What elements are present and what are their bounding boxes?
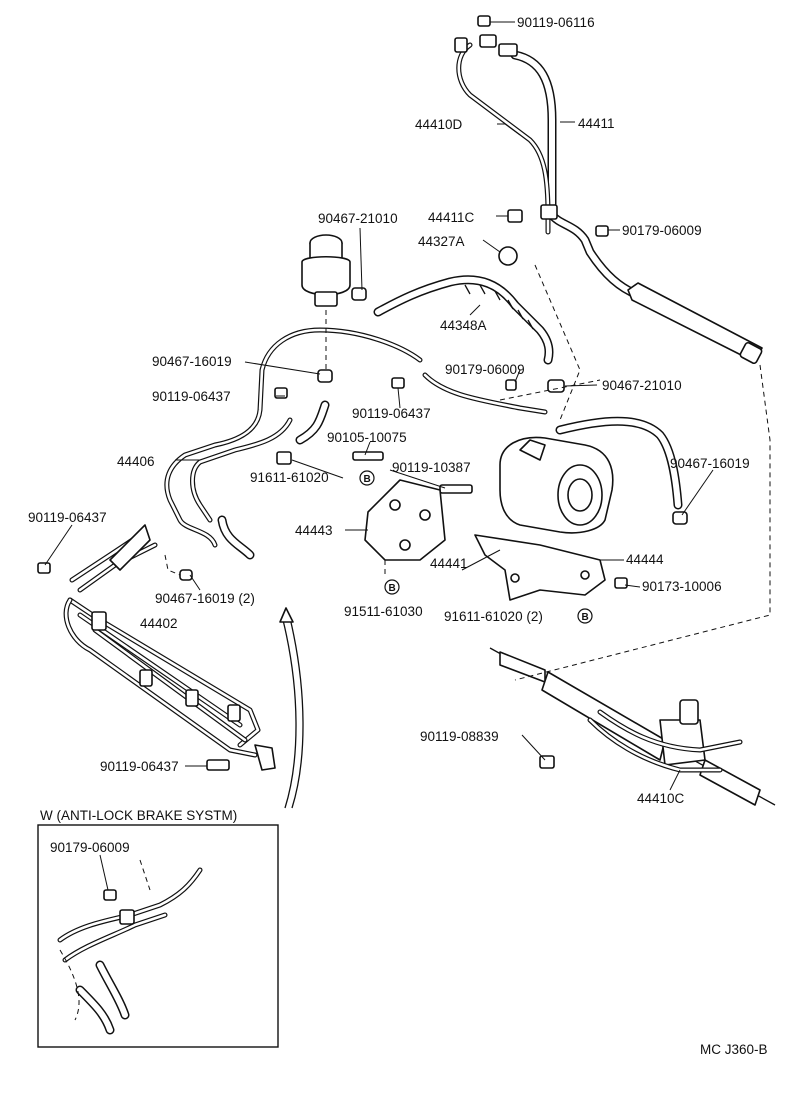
label-44410d: 44410D bbox=[415, 117, 463, 132]
connection-lines bbox=[164, 264, 771, 681]
label-90467-16019: 90467-16019 bbox=[152, 354, 232, 369]
clip-90179-06009b bbox=[505, 379, 517, 391]
marker-b-2 bbox=[384, 579, 400, 595]
clamp-90467-21010 bbox=[351, 287, 367, 301]
label-90179-06009: 90179-06009 bbox=[622, 223, 702, 238]
label-44327a: 44327A bbox=[418, 234, 465, 249]
label-44443: 44443 bbox=[295, 523, 333, 538]
marker-b-3-text: B bbox=[582, 612, 589, 623]
clamp-90467-21010b bbox=[547, 379, 565, 393]
label-90119-06437c: 90119-06437 bbox=[28, 510, 107, 525]
clamp-90467-16019 bbox=[317, 369, 333, 383]
bolt-90119-08839 bbox=[539, 755, 555, 769]
bolt-90119-06437c bbox=[37, 562, 51, 574]
bracket-91611 bbox=[276, 451, 292, 465]
label-91611-61020-2: 91611-61020 (2) bbox=[444, 609, 543, 624]
label-91511-61030: 91511-61030 bbox=[344, 604, 423, 619]
leader-lines bbox=[44, 21, 714, 891]
marker-b-1 bbox=[359, 470, 375, 486]
bracket-44444 bbox=[474, 534, 606, 601]
label-90119-08839: 90119-08839 bbox=[420, 729, 499, 744]
label-90119-06437a: 90119-06437 bbox=[152, 389, 231, 404]
union-44411c bbox=[507, 209, 523, 223]
pipes-44406 bbox=[164, 327, 548, 560]
bracket-44443 bbox=[364, 479, 446, 561]
label-90179-06009b: 90179-06009 bbox=[445, 362, 525, 377]
label-90119-06437d: 90119-06437 bbox=[100, 759, 179, 774]
label-44444: 44444 bbox=[626, 552, 664, 567]
marker-b-2-text: B bbox=[389, 583, 396, 594]
nut-90173-10006 bbox=[614, 577, 628, 589]
marker-b-1-text: B bbox=[364, 474, 371, 485]
bolt-90119-10387 bbox=[439, 484, 473, 494]
label-44441: 44441 bbox=[430, 556, 468, 571]
figure-code: MC J360-B bbox=[700, 1042, 768, 1057]
bolt-44327a bbox=[498, 246, 518, 266]
label-91611-61020: 91611-61020 bbox=[250, 470, 329, 485]
inset-box bbox=[37, 824, 279, 1048]
hose-44348a bbox=[373, 275, 554, 365]
label-90173-10006: 90173-10006 bbox=[642, 579, 722, 594]
label-90467-21010: 90467-21010 bbox=[318, 211, 398, 226]
marker-b-3 bbox=[577, 608, 593, 624]
label-90105-10075: 90105-10075 bbox=[327, 430, 407, 445]
steering-rack bbox=[489, 647, 776, 806]
bolt-90105-10075 bbox=[352, 451, 384, 461]
label-90119-10387: 90119-10387 bbox=[392, 460, 471, 475]
label-44402: 44402 bbox=[140, 616, 178, 631]
label-90119-06116: 90119-06116 bbox=[517, 15, 595, 30]
label-90467-16019b: 90467-16019 bbox=[670, 456, 750, 471]
hose-pump-return bbox=[555, 416, 683, 510]
hose-end-fitting bbox=[454, 34, 558, 220]
power-steering-pump bbox=[499, 436, 614, 534]
label-90119-06437b: 90119-06437 bbox=[352, 406, 431, 421]
label-44348a: 44348A bbox=[440, 318, 487, 333]
bolt-90119-06437b bbox=[391, 377, 405, 389]
label-inset-90179-06009: 90179-06009 bbox=[50, 840, 130, 855]
label-44406: 44406 bbox=[117, 454, 155, 469]
oil-cooler-44402 bbox=[63, 524, 276, 771]
label-44411: 44411 bbox=[578, 116, 615, 131]
label-44410c: 44410C bbox=[637, 791, 685, 806]
pipe-44410d bbox=[456, 42, 551, 235]
inset-title: W (ANTI-LOCK BRAKE SYSTM) bbox=[40, 808, 237, 823]
hose-44411 bbox=[510, 50, 643, 300]
hose-sleeve bbox=[627, 282, 763, 365]
bolt-90119-06116 bbox=[477, 15, 491, 27]
reservoir bbox=[301, 234, 351, 307]
bolt-90119-06437d bbox=[206, 759, 230, 771]
label-90467-16019-2: 90467-16019 (2) bbox=[155, 591, 255, 606]
clamp-90467-16019b bbox=[672, 511, 688, 525]
label-44411c: 44411C bbox=[428, 210, 475, 225]
label-90467-21010b: 90467-21010 bbox=[602, 378, 682, 393]
clip-90179-06009-top bbox=[595, 225, 609, 237]
inset-arrow bbox=[279, 607, 304, 809]
